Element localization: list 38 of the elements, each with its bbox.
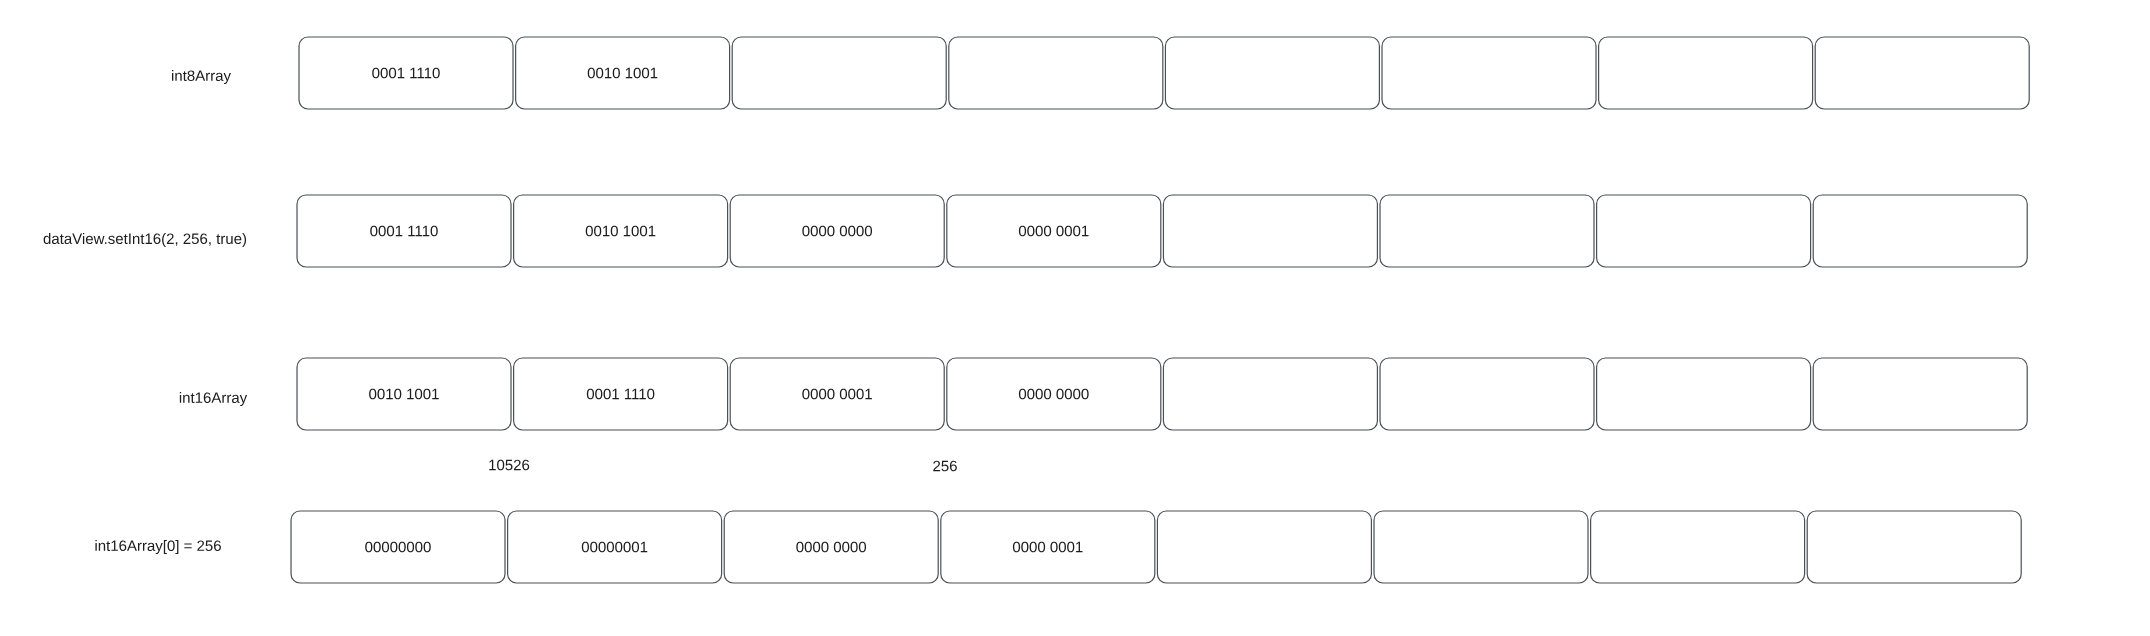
value-label: 10526 <box>489 459 530 471</box>
memory-cell <box>1596 357 1812 431</box>
memory-cell <box>1812 357 2028 431</box>
row-label: int16Array[0] = 256 <box>95 540 221 554</box>
memory-cell: 0000 0000 <box>946 357 1162 431</box>
memory-cell: 00000001 <box>507 510 723 584</box>
value-label: 256 <box>933 460 957 472</box>
memory-cell <box>1373 510 1589 584</box>
memory-cell: 0001 1110 <box>296 194 512 268</box>
memory-cell <box>731 36 947 110</box>
memory-cell <box>1379 194 1595 268</box>
memory-cell: 0001 1110 <box>513 357 729 431</box>
memory-cell: 0010 1001 <box>296 357 512 431</box>
memory-cell: 0000 0001 <box>946 194 1162 268</box>
memory-cell <box>1598 36 1814 110</box>
memory-cell: 0000 0000 <box>729 194 945 268</box>
memory-cell <box>1162 194 1378 268</box>
memory-cell: 0010 1001 <box>515 36 731 110</box>
memory-cell <box>1812 194 2028 268</box>
memory-cell: 0000 0001 <box>940 510 1156 584</box>
memory-cell <box>1814 36 2030 110</box>
memory-cell <box>1156 510 1372 584</box>
memory-cell <box>1806 510 2022 584</box>
memory-cell: 0000 0001 <box>729 357 945 431</box>
memory-cell <box>948 36 1164 110</box>
memory-cell: 0000 0000 <box>723 510 939 584</box>
row-label: int16Array <box>179 392 248 406</box>
memory-cell: 0001 1110 <box>298 36 514 110</box>
memory-cell: 0010 1001 <box>513 194 729 268</box>
memory-cell <box>1381 36 1597 110</box>
memory-cell <box>1162 357 1378 431</box>
memory-cell <box>1379 357 1595 431</box>
memory-cell <box>1596 194 1812 268</box>
memory-cell <box>1164 36 1380 110</box>
row-label: int8Array <box>172 70 231 84</box>
memory-cell <box>1590 510 1806 584</box>
row-label: dataView.setInt16(2, 256, true) <box>43 233 247 247</box>
memory-cell: 00000000 <box>290 510 506 584</box>
